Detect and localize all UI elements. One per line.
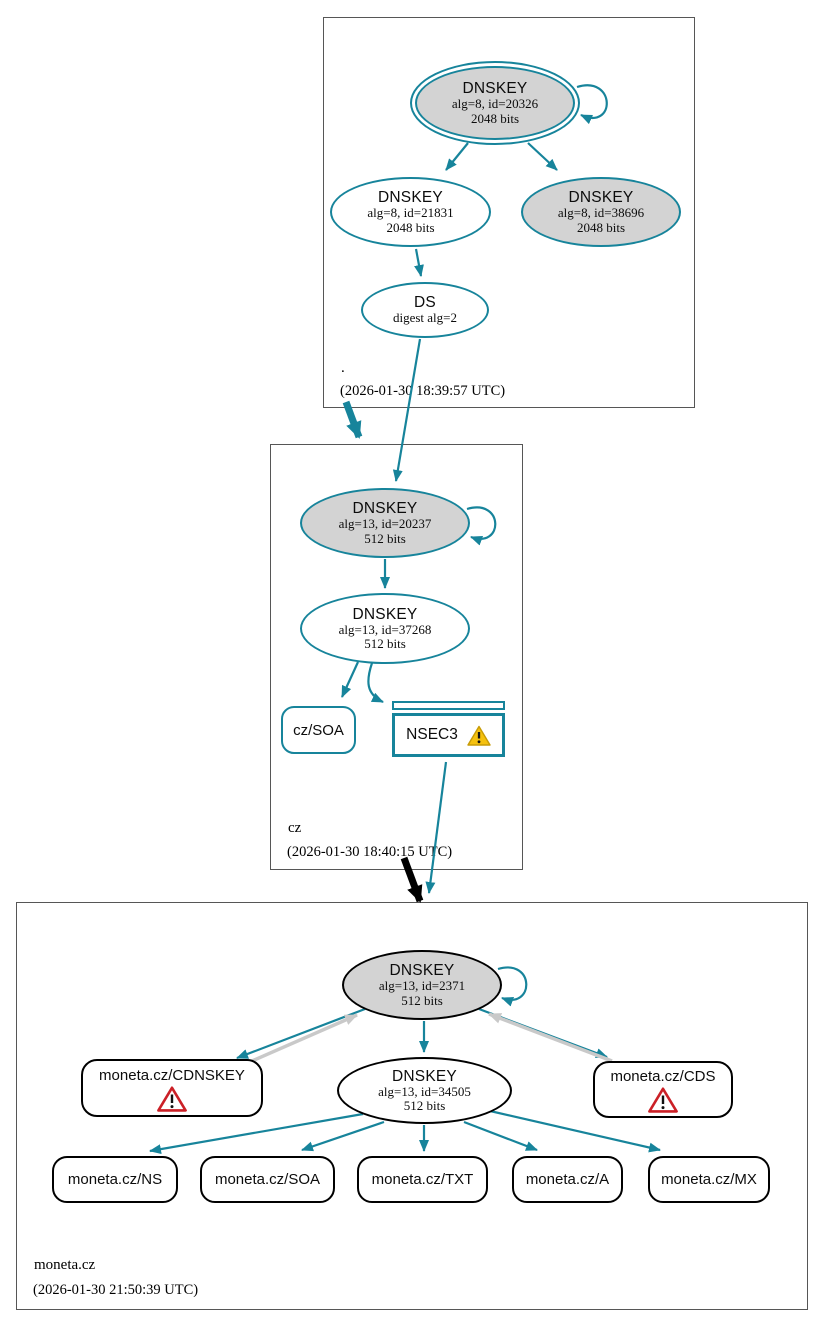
- node-title: DNSKEY: [352, 500, 418, 517]
- node-moneta-ns[interactable]: moneta.cz/NS: [52, 1156, 178, 1203]
- error-triangle-icon: [648, 1087, 678, 1113]
- zone-box-cz: cz (2026-01-30 18:40:15 UTC): [270, 444, 523, 870]
- node-root-dnskey-38696[interactable]: DNSKEY alg=8, id=38696 2048 bits: [521, 177, 681, 247]
- zone-box-moneta: moneta.cz (2026-01-30 21:50:39 UTC): [16, 902, 808, 1310]
- error-triangle-icon: [157, 1086, 187, 1112]
- node-subtitle: 512 bits: [401, 992, 443, 1008]
- node-subtitle: alg=8, id=20326: [451, 96, 539, 111]
- node-moneta-dnskey-ksk[interactable]: DNSKEY alg=13, id=2371 512 bits: [342, 950, 502, 1020]
- node-subtitle: 2048 bits: [470, 110, 520, 126]
- node-title: DNSKEY: [352, 605, 418, 623]
- rrset-label: cz/SOA: [293, 721, 344, 739]
- node-moneta-txt[interactable]: moneta.cz/TXT: [357, 1156, 488, 1203]
- node-root-dnskey-zsk[interactable]: DNSKEY alg=8, id=21831 2048 bits: [330, 177, 491, 247]
- node-moneta-soa[interactable]: moneta.cz/SOA: [200, 1156, 335, 1203]
- rrset-label: moneta.cz/TXT: [371, 1171, 474, 1188]
- node-title: DNSKEY: [568, 189, 634, 206]
- node-subtitle: 512 bits: [364, 530, 406, 546]
- node-moneta-a[interactable]: moneta.cz/A: [512, 1156, 623, 1203]
- node-moneta-dnskey-zsk[interactable]: DNSKEY alg=13, id=34505 512 bits: [337, 1057, 512, 1124]
- node-cz-soa[interactable]: cz/SOA: [281, 706, 356, 754]
- node-subtitle: 2048 bits: [386, 219, 435, 235]
- node-root-dnskey-ksk[interactable]: DNSKEY alg=8, id=20326 2048 bits: [410, 61, 580, 145]
- zone-timestamp-cz: (2026-01-30 18:40:15 UTC): [287, 844, 453, 860]
- node-moneta-mx[interactable]: moneta.cz/MX: [648, 1156, 770, 1203]
- node-moneta-cds[interactable]: moneta.cz/CDS: [593, 1061, 733, 1118]
- node-cz-nsec3[interactable]: NSEC3: [392, 701, 505, 757]
- node-subtitle: 512 bits: [364, 636, 406, 651]
- node-subtitle: alg=8, id=38696: [557, 205, 645, 220]
- rrset-label: moneta.cz/MX: [661, 1171, 757, 1188]
- node-cz-dnskey-zsk[interactable]: DNSKEY alg=13, id=37268 512 bits: [300, 593, 470, 664]
- rrset-label: moneta.cz/CDNSKEY: [99, 1066, 245, 1084]
- node-subtitle: 2048 bits: [576, 219, 626, 235]
- node-root-ds[interactable]: DS digest alg=2: [361, 282, 489, 338]
- zone-label-cz: cz: [288, 820, 302, 836]
- node-title: DS: [414, 294, 436, 312]
- rrset-label: moneta.cz/SOA: [214, 1171, 321, 1188]
- node-subtitle: alg=13, id=20237: [338, 516, 432, 531]
- rrset-label: moneta.cz/A: [525, 1171, 610, 1188]
- node-subtitle: alg=13, id=2371: [378, 978, 466, 993]
- zone-label-root: .: [341, 360, 345, 376]
- zone-timestamp-moneta: (2026-01-30 21:50:39 UTC): [33, 1282, 199, 1298]
- warning-triangle-icon: [467, 725, 491, 746]
- node-title: DNSKEY: [462, 80, 528, 97]
- node-subtitle: 512 bits: [403, 1098, 446, 1113]
- node-subtitle: alg=8, id=21831: [367, 205, 454, 220]
- rrset-label: moneta.cz/NS: [67, 1171, 163, 1188]
- rrset-label: moneta.cz/CDS: [610, 1068, 716, 1085]
- node-subtitle: digest alg=2: [392, 310, 458, 326]
- node-title: DNSKEY: [389, 962, 455, 979]
- node-title: DNSKEY: [392, 1067, 457, 1085]
- zone-label-moneta: moneta.cz: [34, 1257, 96, 1273]
- node-subtitle: alg=13, id=34505: [378, 1083, 471, 1099]
- node-moneta-cdnskey[interactable]: moneta.cz/CDNSKEY: [81, 1059, 263, 1117]
- zone-box-root: . (2026-01-30 18:39:57 UTC): [323, 17, 695, 408]
- node-cz-dnskey-ksk[interactable]: DNSKEY alg=13, id=20237 512 bits: [300, 488, 470, 558]
- nsec3-band: [392, 701, 505, 710]
- nsec3-label: NSEC3: [406, 726, 458, 743]
- zone-timestamp-root: (2026-01-30 18:39:57 UTC): [340, 383, 506, 399]
- node-title: DNSKEY: [378, 189, 443, 206]
- node-subtitle: alg=13, id=37268: [338, 621, 432, 637]
